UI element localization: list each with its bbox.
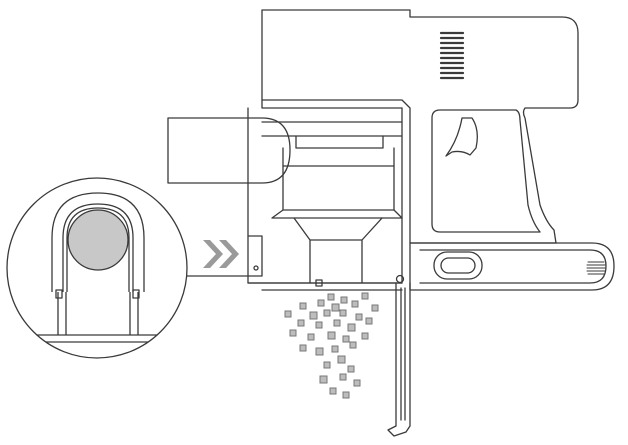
debris-particle	[329, 387, 337, 395]
debris-particle	[323, 361, 331, 369]
debris-particle	[299, 302, 307, 310]
debris-particle	[361, 332, 369, 340]
bin-hinge-pin	[253, 265, 259, 271]
debris-particle	[347, 323, 356, 332]
debris-particle	[347, 365, 355, 373]
battery-pack	[409, 242, 615, 291]
debris-particle	[315, 347, 324, 356]
zoom-detail-circle	[6, 177, 188, 359]
battery-release-slot	[433, 251, 483, 280]
bin-release-housing	[247, 235, 263, 277]
cyclone-funnel	[293, 217, 383, 241]
debris-particle	[371, 304, 379, 312]
battery-vent-icon	[586, 261, 606, 275]
debris-particle	[353, 379, 361, 387]
debris-particle	[331, 303, 340, 312]
debris-particle	[349, 341, 357, 349]
bin-latch-tab	[315, 279, 323, 287]
debris-particle	[355, 313, 363, 321]
debris-particle	[342, 391, 350, 399]
zoom-release-housing-inner	[62, 203, 134, 292]
release-button-icon	[67, 209, 129, 271]
battery-release-slot-inner	[440, 257, 476, 274]
debris-particle	[297, 319, 305, 327]
debris-particle	[339, 373, 347, 381]
zoom-clip-left	[55, 289, 63, 299]
debris-particle	[284, 310, 292, 318]
debris-particle	[289, 329, 297, 337]
zoom-release-housing	[51, 192, 145, 292]
debris-particle	[315, 321, 323, 329]
debris-particle	[331, 345, 339, 353]
debris-particle	[327, 331, 336, 340]
vacuum-body-outline	[261, 9, 579, 244]
cyclone-skirt	[271, 165, 403, 219]
debris-particle	[337, 355, 346, 364]
exhaust-vent-icon	[439, 31, 465, 80]
inlet-nozzle	[167, 117, 291, 184]
lid-hinge	[395, 274, 405, 284]
zoom-release-housing-inner-2	[66, 207, 130, 292]
debris-particle	[351, 300, 359, 308]
debris-particle	[342, 335, 350, 343]
debris-particle	[317, 299, 325, 307]
cyclone-cone	[282, 147, 395, 167]
double-chevron-right-icon	[203, 240, 239, 268]
debris-particles	[284, 292, 379, 399]
debris-particle	[365, 317, 373, 325]
battery-inner-outline	[419, 249, 607, 284]
debris-particle	[323, 309, 331, 317]
debris-particle	[319, 375, 328, 384]
funnel-lower	[309, 239, 363, 284]
debris-particle	[307, 333, 315, 341]
trigger-button	[445, 117, 478, 157]
bin-lid-open	[387, 282, 411, 437]
handle-opening	[431, 109, 541, 233]
debris-particle	[361, 292, 369, 300]
debris-particle	[327, 293, 335, 301]
debris-particle	[309, 311, 318, 320]
debris-particle	[299, 344, 307, 352]
debris-particle	[339, 309, 347, 317]
dust-bin-outline	[247, 107, 403, 284]
debris-particle	[333, 319, 341, 327]
body-top-seam	[261, 99, 403, 109]
zoom-clip-right	[132, 289, 140, 299]
cyclone-cone-top	[295, 135, 384, 149]
debris-particle	[340, 296, 348, 304]
